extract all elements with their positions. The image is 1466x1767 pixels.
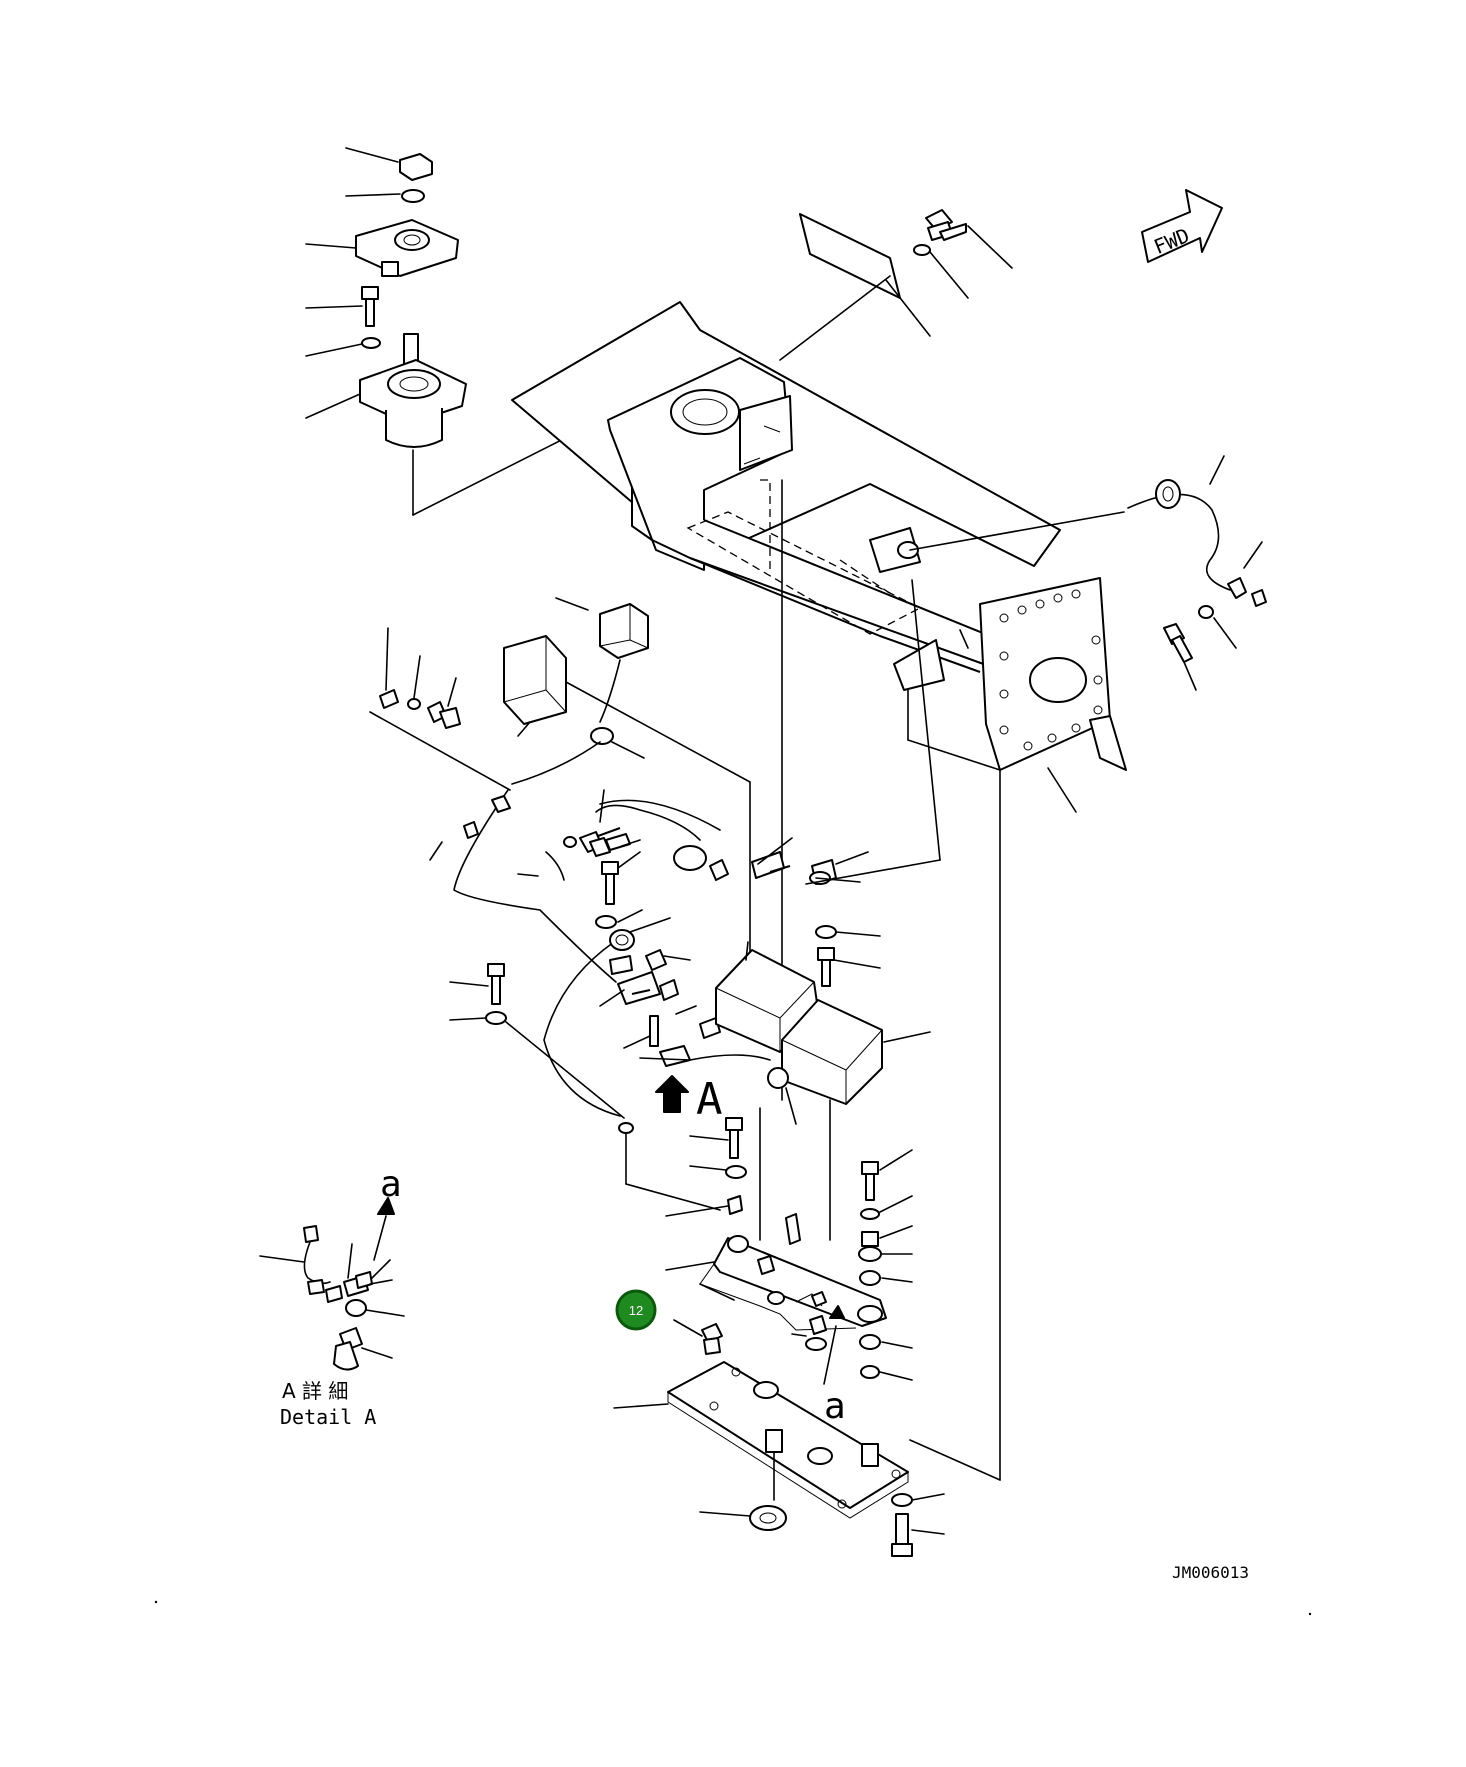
relay-large-part [503, 635, 567, 725]
bolt-part [821, 959, 831, 987]
detail-a-jp: A 詳 細 [282, 1379, 348, 1403]
ref-a-upper: a [380, 1164, 402, 1205]
hotspot-number: 12 [629, 1303, 643, 1318]
main-frame [511, 301, 1127, 1481]
detail-a: a A 詳 細 Detail A [259, 1164, 405, 1429]
bolt-part [649, 1015, 659, 1047]
ref-a-lower: a [824, 1386, 846, 1427]
drawing-number: JM006013 [1172, 1563, 1249, 1582]
base-plate-part [667, 1361, 909, 1509]
dual-units: A [655, 925, 931, 1241]
bolt-part [1171, 635, 1193, 663]
bolt-part [865, 1173, 875, 1201]
wire-harness [429, 579, 941, 1117]
bolt-part [365, 298, 375, 327]
nut-part [399, 153, 433, 181]
bolt-part [491, 975, 501, 1005]
bolt-part [333, 1341, 359, 1371]
cover-plate-part [799, 213, 901, 299]
lower-bracket-assembly: a [665, 1117, 913, 1427]
cover-plate-group [779, 209, 1013, 361]
bolt-part [895, 1513, 909, 1545]
detail-a-en: Detail A [280, 1405, 376, 1429]
view-letter-a: A [696, 1074, 723, 1125]
bolt-part [605, 833, 631, 851]
left-bolt-washer [449, 963, 721, 1211]
bolt-part [605, 873, 615, 905]
fwd-arrow: FWD [1141, 189, 1223, 263]
cable-connector-right [1127, 455, 1267, 691]
base-plate [613, 1361, 945, 1557]
top-left-assembly [305, 147, 701, 516]
relay-small-part [599, 603, 649, 659]
bolt-part [439, 707, 461, 729]
relay-boxes [503, 597, 751, 1001]
washer-part [401, 189, 425, 203]
bolt-part [729, 1129, 739, 1159]
part-hotspot-12[interactable]: 12 [615, 1289, 657, 1331]
left-hardware [369, 627, 511, 791]
